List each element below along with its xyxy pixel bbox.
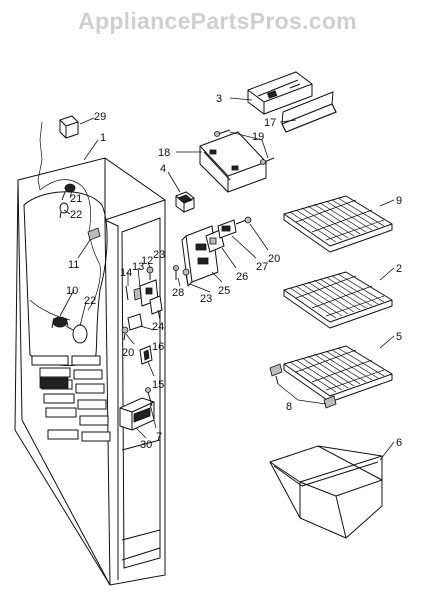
part-23-screw-upper[interactable]	[146, 266, 154, 280]
label-1: 1	[100, 132, 106, 144]
label-4: 4	[160, 163, 166, 175]
label-20-lower: 20	[122, 347, 134, 359]
label-9: 9	[396, 195, 402, 207]
part-16-knob[interactable]	[127, 313, 143, 331]
part-22-bulb-upper[interactable]	[59, 202, 69, 219]
leader-lines	[59, 97, 395, 461]
label-23-upper: 23	[153, 249, 165, 261]
wiring-harness	[29, 121, 101, 321]
part-9-wire-shelf[interactable]	[283, 195, 393, 253]
part-28-screw[interactable]	[173, 265, 179, 281]
part-8-shelf-caps[interactable]	[269, 363, 337, 409]
label-23-lower: 23	[200, 293, 212, 305]
label-12: 12	[141, 255, 153, 267]
part-20-screw-lower[interactable]	[121, 326, 129, 341]
label-7: 7	[156, 431, 162, 443]
part-6-storage-bin[interactable]	[269, 445, 383, 539]
label-2: 2	[396, 263, 402, 275]
part-19-screws[interactable]	[214, 129, 275, 165]
label-6: 6	[396, 437, 402, 449]
part-13-damper-control[interactable]	[133, 287, 142, 301]
label-11: 11	[68, 259, 79, 271]
part-11-connector[interactable]	[87, 227, 101, 241]
label-28: 28	[172, 287, 184, 299]
part-18-bracket[interactable]	[199, 131, 267, 193]
label-29: 29	[94, 111, 106, 123]
part-21-light-socket[interactable]	[61, 183, 76, 201]
label-5: 5	[396, 331, 402, 343]
part-17-lens[interactable]	[281, 91, 337, 133]
label-30: 30	[140, 439, 152, 451]
label-10: 10	[66, 285, 78, 297]
label-21: 21	[70, 193, 82, 205]
part-15-switch[interactable]	[139, 345, 153, 365]
part-23-screw-lower[interactable]	[182, 268, 190, 285]
part-27-connector[interactable]	[217, 219, 237, 239]
part-2-wire-shelf[interactable]	[283, 271, 393, 329]
label-14: 14	[120, 267, 132, 279]
label-27: 27	[256, 261, 268, 273]
label-15: 15	[152, 379, 164, 391]
label-20-upper: 20	[268, 253, 280, 265]
label-22-lower: 22	[84, 295, 96, 307]
watermark: AppliancePartsPros.com	[78, 8, 357, 34]
part-24-capacitor[interactable]	[149, 295, 163, 315]
part-4-block[interactable]	[175, 191, 195, 213]
part-30-housing[interactable]	[119, 397, 155, 431]
part-5-wire-shelf[interactable]	[283, 345, 393, 403]
part-29-clip[interactable]	[59, 115, 79, 139]
callout-labels: 29 1 3 17 19 18 4 9 2 5 8 6 21 22 11 10 …	[66, 93, 402, 451]
label-26: 26	[236, 271, 248, 283]
part-14-screw[interactable]	[125, 285, 129, 301]
part-20-screw-upper[interactable]	[235, 216, 252, 225]
label-19: 19	[252, 131, 264, 143]
part-3-light-housing[interactable]	[247, 71, 313, 115]
label-8: 8	[286, 401, 292, 413]
label-25: 25	[218, 285, 230, 297]
label-24: 24	[152, 321, 164, 333]
label-3: 3	[216, 93, 222, 105]
label-13: 13	[132, 261, 144, 273]
label-22-upper: 22	[70, 209, 82, 221]
freezer-liner[interactable]	[14, 157, 166, 586]
label-17: 17	[264, 117, 276, 129]
label-16: 16	[152, 341, 164, 353]
part-7-screw[interactable]	[145, 387, 153, 407]
part-10-light-socket[interactable]	[51, 316, 69, 329]
label-18: 18	[158, 147, 170, 159]
